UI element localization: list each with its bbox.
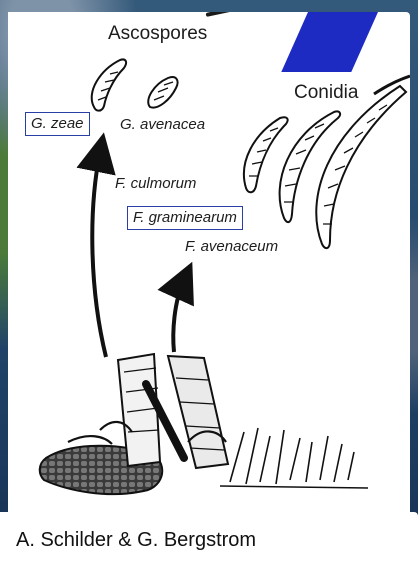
ascospores-label: Ascospores	[108, 23, 207, 45]
g-zeae-label: G. zeae	[25, 112, 90, 136]
corn-debris-illustration	[40, 354, 368, 494]
arrow-to-conidia	[173, 280, 184, 352]
conidium-avenaceum	[316, 86, 406, 248]
ascospore-2	[148, 77, 177, 107]
credit-text: A. Schilder & G. Bergstrom	[16, 529, 256, 552]
f-graminearum-label: F. graminearum	[127, 206, 243, 230]
ascospore-1	[92, 59, 126, 110]
g-avenacea-label: G. avenacea	[120, 116, 205, 133]
f-culmorum-label: F. culmorum	[115, 175, 196, 192]
f-avenaceum-label: F. avenaceum	[185, 238, 278, 255]
credit-bar: A. Schilder & G. Bergstrom	[0, 512, 418, 574]
conidia-label: Conidia	[294, 82, 358, 104]
arrow-to-ascospores	[92, 152, 106, 357]
diagram-panel: Ascospores Conidia G. zeae G. avenacea F…	[8, 12, 410, 512]
